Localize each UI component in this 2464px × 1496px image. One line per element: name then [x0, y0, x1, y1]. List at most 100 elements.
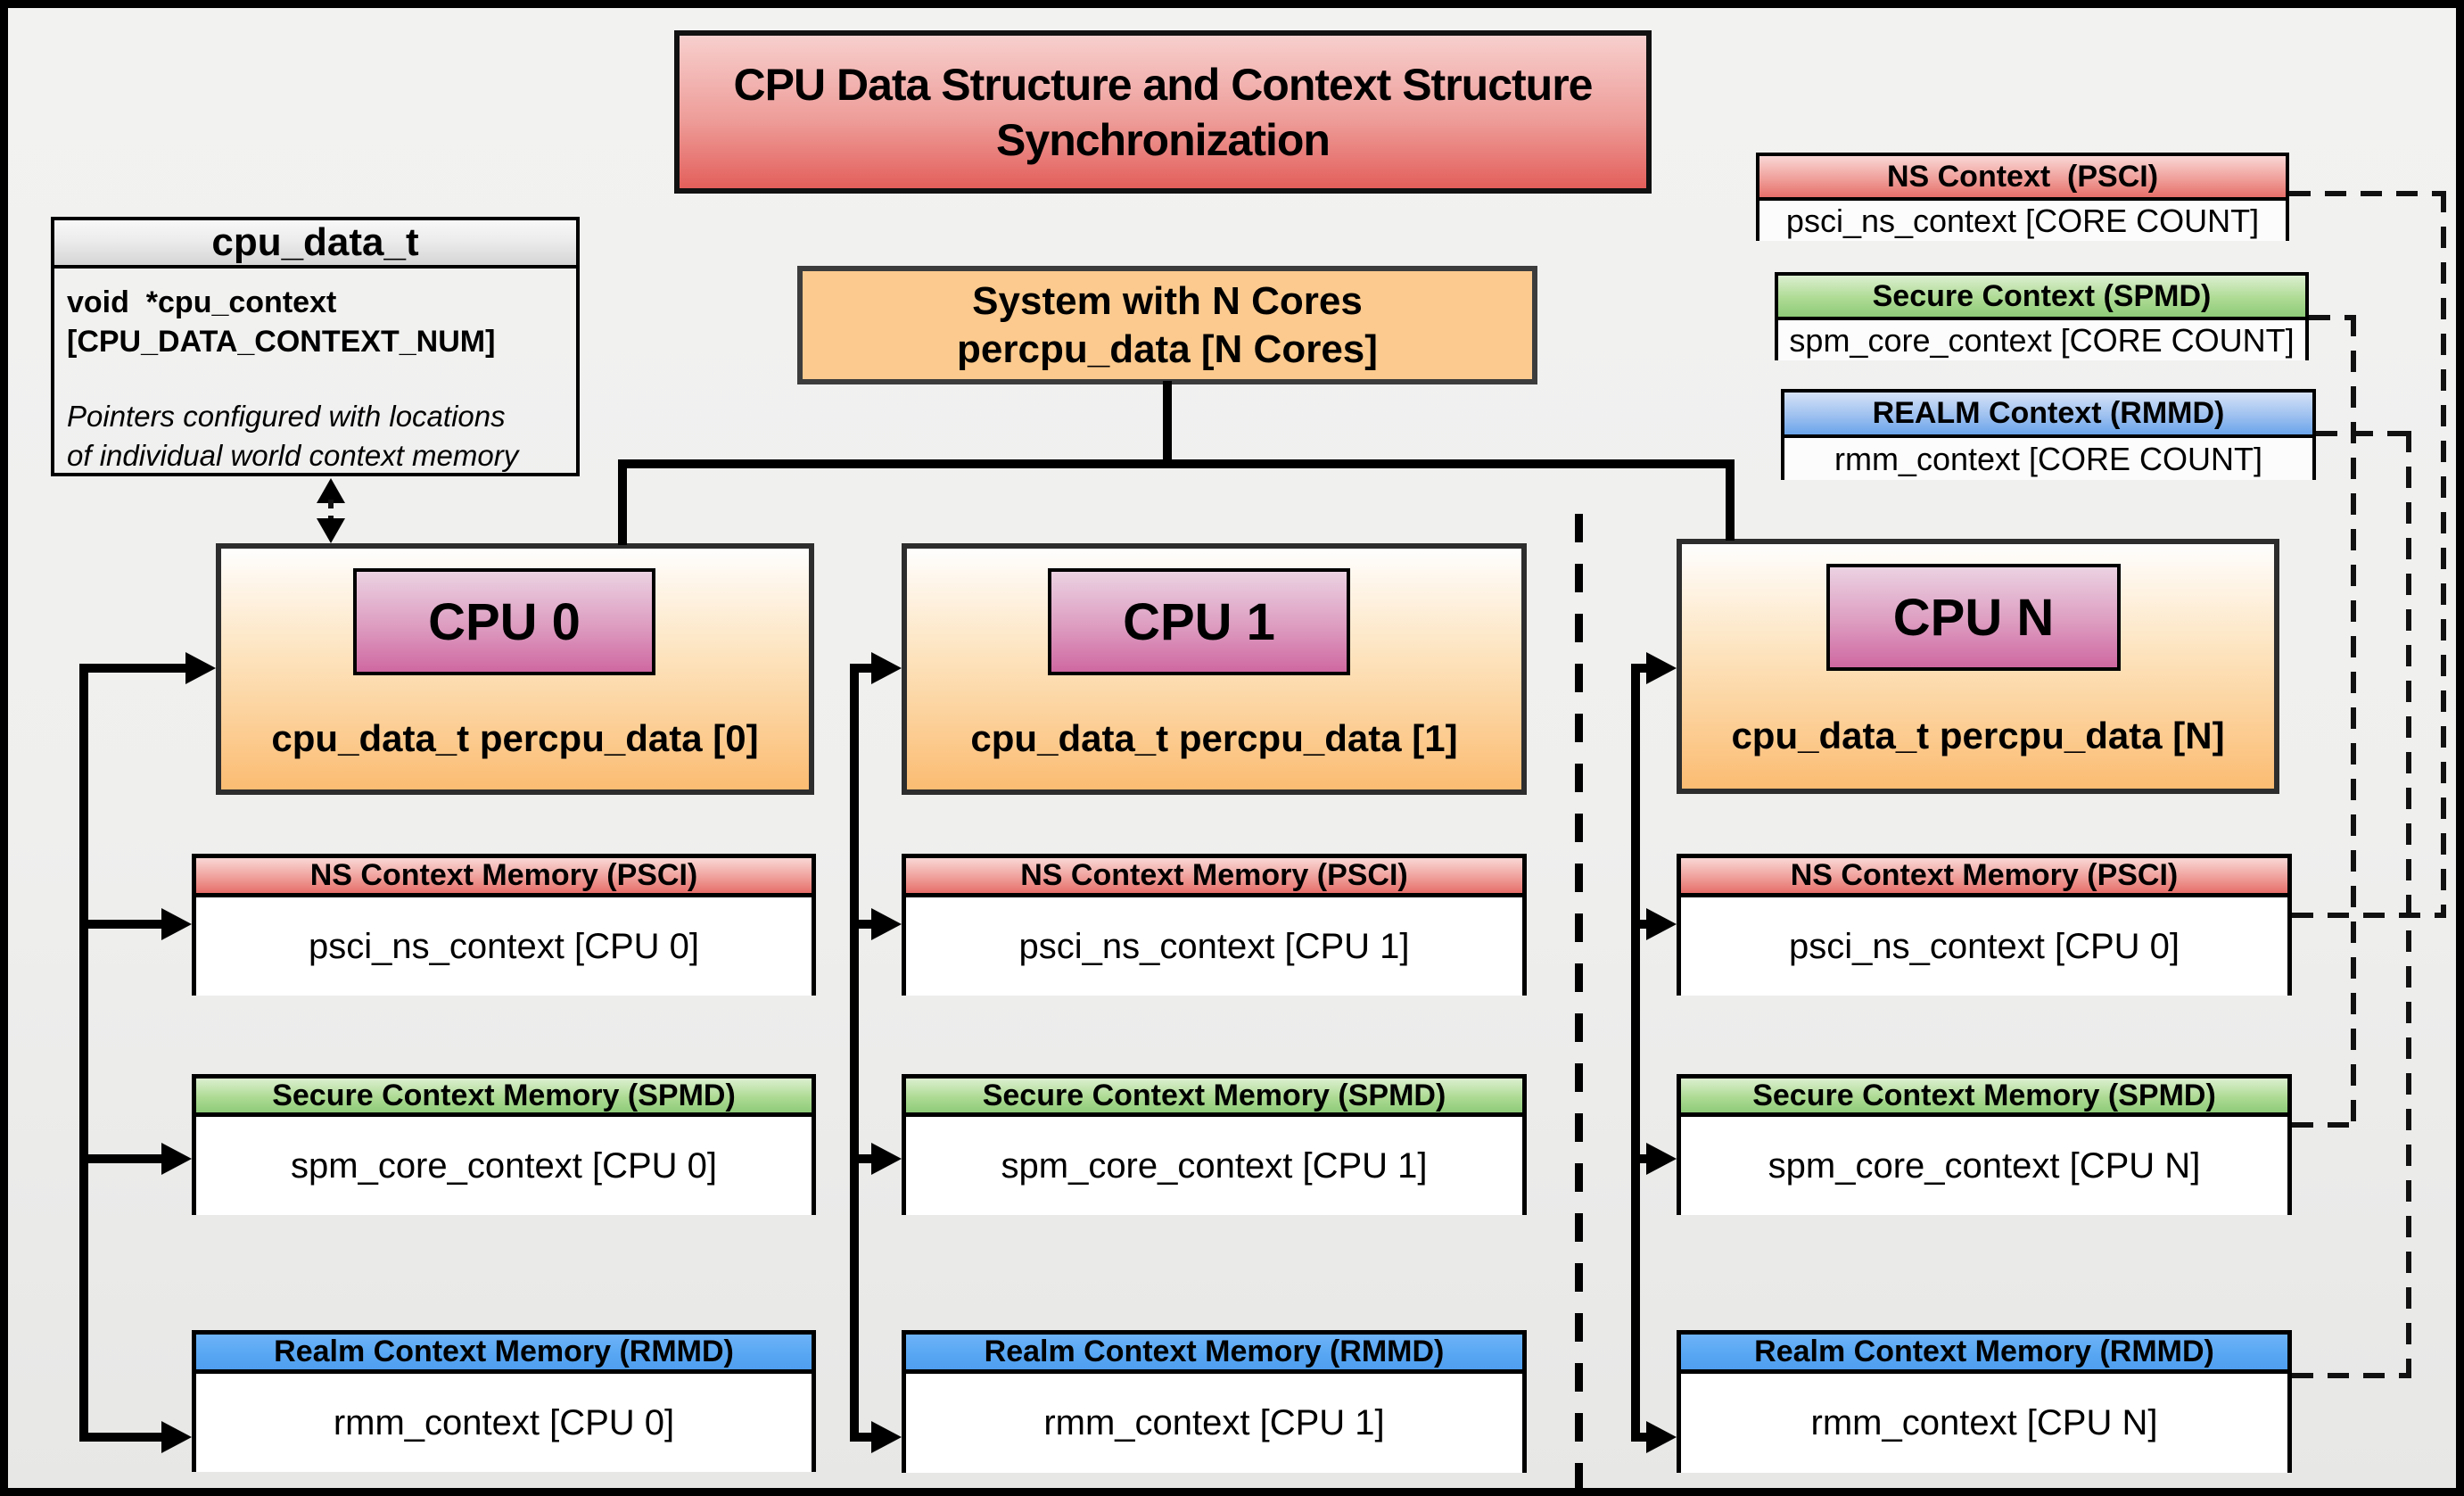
cpu0-secure-memory-body: spm_core_context [CPU 0] [196, 1117, 812, 1215]
cpuN-secure-memory-box: Secure Context Memory (SPMD) spm_core_co… [1677, 1074, 2292, 1215]
cpu1-secure-memory-body: spm_core_context [CPU 1] [906, 1117, 1522, 1215]
arrow-right-icon [185, 652, 216, 684]
cpu0-box: CPU 0 cpu_data_t percpu_data [0] [216, 543, 814, 795]
cpuN-badge: CPU N [1826, 564, 2121, 671]
ns-link-top-dashed-line [2289, 191, 2446, 196]
cpuN-box: CPU N cpu_data_t percpu_data [N] [1677, 539, 2279, 794]
arrow-right-icon [1646, 908, 1677, 940]
distribution-line-cpu1 [850, 664, 859, 1442]
system-line1: System with N Cores [972, 278, 1363, 323]
cpu1-realm-memory-box: Realm Context Memory (RMMD) rmm_context … [902, 1330, 1527, 1473]
cpu1-ns-memory-header: NS Context Memory (PSCI) [906, 858, 1522, 897]
cpuN-realm-memory-header: Realm Context Memory (RMMD) [1681, 1335, 2287, 1374]
cpuN-realm-memory-box: Realm Context Memory (RMMD) rmm_context … [1677, 1330, 2292, 1473]
legend-secure-header: Secure Context (SPMD) [1778, 276, 2305, 320]
cpu-data-t-field-line2: [CPU_DATA_CONTEXT_NUM] [67, 325, 496, 359]
cpu1-realm-stub-line [850, 1433, 875, 1442]
arrow-right-icon [871, 1143, 902, 1175]
arrow-right-icon [1646, 652, 1677, 684]
arrow-right-icon [871, 908, 902, 940]
cpu-data-t-body: void *cpu_context [CPU_DATA_CONTEXT_NUM]… [54, 269, 576, 490]
bus-drop-cpuN-line [1726, 459, 1735, 541]
sync-arrow-dashed-line [328, 500, 334, 525]
cpu0-realm-memory-header: Realm Context Memory (RMMD) [196, 1335, 812, 1374]
cpu1-data-label: cpu_data_t percpu_data [1] [970, 717, 1458, 759]
cpu1-main-stub-line [850, 664, 877, 673]
legend-realm-header: REALM Context (RMMD) [1784, 393, 2312, 438]
cpuN-secure-memory-body: spm_core_context [CPU N] [1681, 1117, 2287, 1215]
column-separator-dashed-line [1575, 514, 1583, 1488]
cpu0-ns-stub-line [79, 920, 165, 929]
cpu-data-t-box: cpu_data_t void *cpu_context [CPU_DATA_C… [51, 217, 580, 476]
diagram-title-box: CPU Data Structure and Context Structure… [674, 30, 1652, 194]
legend-secure-body: spm_core_context [CORE COUNT] [1778, 320, 2305, 360]
cpu0-badge: CPU 0 [353, 568, 655, 675]
legend-ns-header: NS Context (PSCI) [1759, 156, 2286, 201]
legend-ns-box: NS Context (PSCI) psci_ns_context [CORE … [1756, 153, 2289, 241]
cpuN-secure-memory-header: Secure Context Memory (SPMD) [1681, 1079, 2287, 1117]
cpu0-realm-memory-box: Realm Context Memory (RMMD) rmm_context … [192, 1330, 816, 1472]
cpu1-badge: CPU 1 [1048, 568, 1350, 675]
secure-link-top-dashed-line [2309, 315, 2356, 320]
spacer [67, 361, 564, 397]
cpu0-secure-memory-header: Secure Context Memory (SPMD) [196, 1079, 812, 1117]
cpuN-secure-stub-line [1631, 1154, 1649, 1163]
sync-arrow-up-icon [317, 478, 345, 503]
cpu1-secure-memory-header: Secure Context Memory (SPMD) [906, 1079, 1522, 1117]
legend-realm-box: REALM Context (RMMD) rmm_context [CORE C… [1781, 389, 2316, 480]
cpu1-realm-memory-body: rmm_context [CPU 1] [906, 1374, 1522, 1473]
realm-link-vertical-dashed-line [2406, 431, 2411, 1378]
cpu0-ns-memory-header: NS Context Memory (PSCI) [196, 858, 812, 897]
arrow-right-icon [1646, 1421, 1677, 1453]
system-box: System with N Cores percpu_data [N Cores… [797, 266, 1537, 384]
arrow-right-icon [1646, 1143, 1677, 1175]
arrow-right-icon [161, 1143, 192, 1175]
cpuN-ns-stub-line [1631, 920, 1649, 929]
secure-link-vertical-dashed-line [2351, 315, 2356, 1128]
legend-secure-box: Secure Context (SPMD) spm_core_context [… [1775, 272, 2309, 360]
cpu-data-t-note-line2: of individual world context memory [67, 439, 519, 472]
arrow-right-icon [871, 1421, 902, 1453]
cpuN-ns-memory-header: NS Context Memory (PSCI) [1681, 858, 2287, 897]
ns-link-bottom-dashed-line [2292, 913, 2446, 918]
sync-arrow-down-icon [317, 518, 345, 543]
cpuN-main-stub-line [1631, 664, 1651, 673]
cpu0-realm-memory-body: rmm_context [CPU 0] [196, 1374, 812, 1472]
ns-link-vertical-dashed-line [2441, 191, 2446, 916]
cpu1-secure-stub-line [850, 1154, 875, 1163]
distribution-line-cpuN [1631, 664, 1640, 1442]
arrow-right-icon [161, 1421, 192, 1453]
diagram-title-line2: Synchronization [996, 114, 1331, 165]
legend-realm-body: rmm_context [CORE COUNT] [1784, 438, 2312, 480]
bus-line [618, 459, 1735, 468]
realm-link-top-dashed-line [2316, 431, 2411, 436]
cpu0-secure-memory-box: Secure Context Memory (SPMD) spm_core_co… [192, 1074, 816, 1215]
cpuN-realm-stub-line [1631, 1433, 1649, 1442]
cpu-data-t-note-line1: Pointers configured with locations [67, 400, 506, 433]
system-riser-line [1163, 381, 1172, 467]
cpu0-ns-memory-body: psci_ns_context [CPU 0] [196, 897, 812, 996]
cpu0-ns-memory-box: NS Context Memory (PSCI) psci_ns_context… [192, 854, 816, 996]
cpuN-ns-memory-body: psci_ns_context [CPU 0] [1681, 897, 2287, 996]
cpu1-ns-memory-box: NS Context Memory (PSCI) psci_ns_context… [902, 854, 1527, 996]
cpu-data-t-header: cpu_data_t [54, 220, 576, 269]
cpu1-secure-memory-box: Secure Context Memory (SPMD) spm_core_co… [902, 1074, 1527, 1215]
arrow-right-icon [161, 908, 192, 940]
distribution-line-cpu0 [79, 664, 88, 1442]
cpuN-data-label: cpu_data_t percpu_data [N] [1731, 715, 2225, 756]
cpu1-realm-memory-header: Realm Context Memory (RMMD) [906, 1335, 1522, 1374]
cpu1-box: CPU 1 cpu_data_t percpu_data [1] [902, 543, 1527, 795]
secure-link-bottom-dashed-line [2292, 1122, 2356, 1128]
cpuN-ns-memory-box: NS Context Memory (PSCI) psci_ns_context… [1677, 854, 2292, 996]
cpu-data-t-field-line1: void *cpu_context [67, 285, 337, 319]
cpu0-secure-stub-line [79, 1154, 165, 1163]
cpu1-ns-memory-body: psci_ns_context [CPU 1] [906, 897, 1522, 996]
system-line2: percpu_data [N Cores] [957, 326, 1378, 371]
realm-link-bottom-dashed-line [2292, 1373, 2411, 1378]
diagram-title-line1: CPU Data Structure and Context Structure [733, 59, 1594, 110]
cpu0-realm-stub-line [79, 1433, 165, 1442]
cpu1-ns-stub-line [850, 920, 875, 929]
bus-drop-cpu0-line [618, 459, 627, 545]
cpu0-data-label: cpu_data_t percpu_data [0] [271, 717, 759, 759]
